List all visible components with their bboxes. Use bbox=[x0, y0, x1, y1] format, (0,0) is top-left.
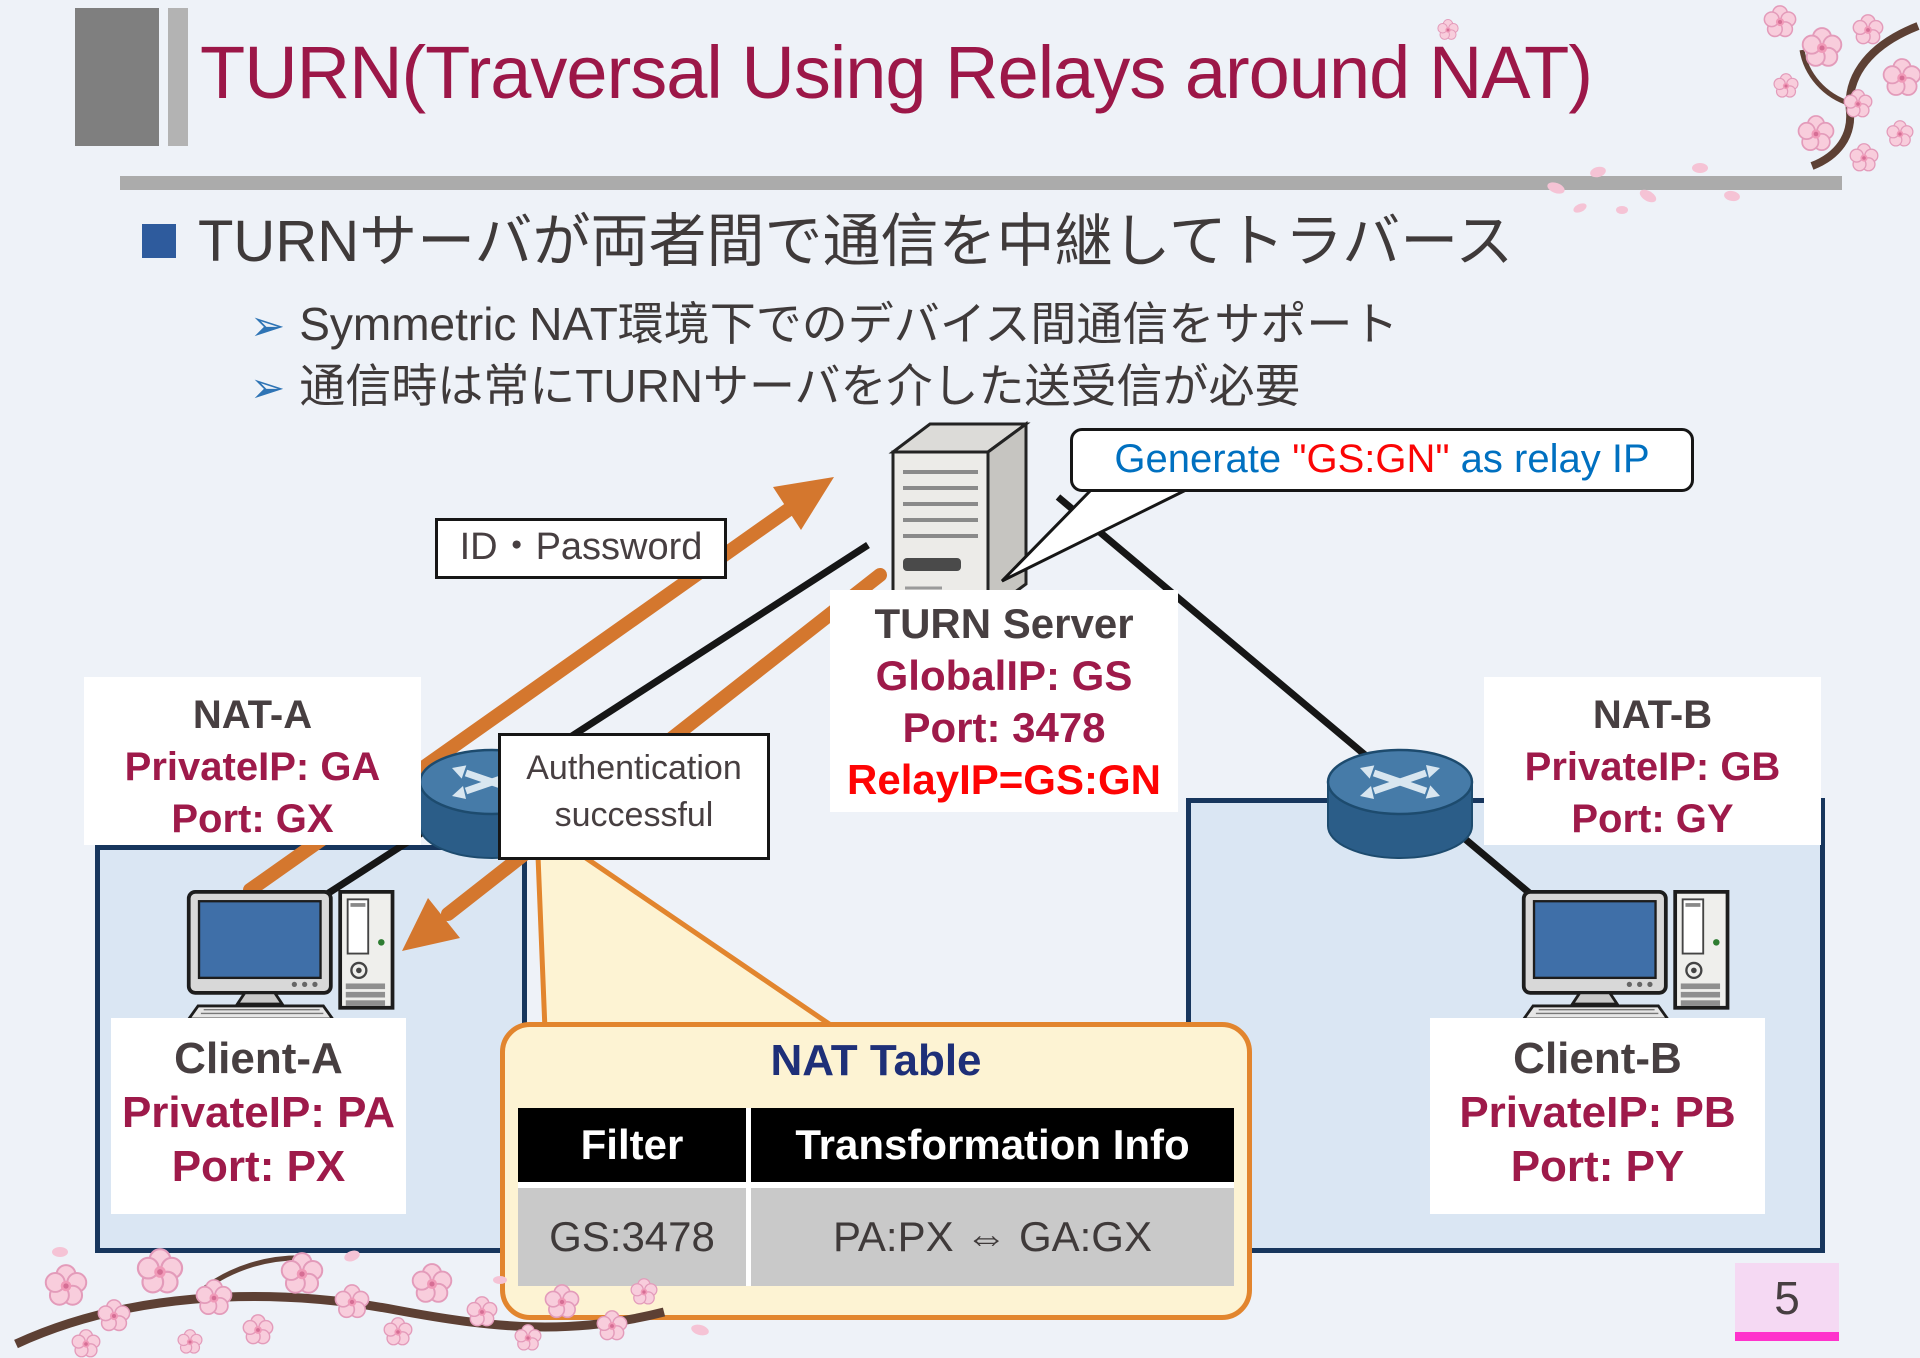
nat-table-title: NAT Table bbox=[770, 1036, 982, 1085]
nat-a-port: Port: GX bbox=[171, 797, 334, 841]
page-title: TURN(Traversal Using Relays around NAT) bbox=[200, 31, 1593, 114]
sub-bullet-arrow-icon: ➢ bbox=[250, 364, 286, 411]
nat-table: Filter Transformation Info GS:3478 PA:PX… bbox=[518, 1108, 1234, 1286]
header-accent-bar-dark bbox=[75, 8, 159, 146]
client-b-name: Client-B bbox=[1513, 1034, 1682, 1083]
header-accent-bar-light bbox=[168, 8, 188, 146]
bullet-sub-1: ➢ Symmetric NAT環境下でのデバイス間通信をサポート bbox=[250, 288, 1398, 354]
nat-a-private-ip: PrivateIP: GA bbox=[124, 745, 381, 789]
nat-b-port: Port: GY bbox=[1571, 797, 1734, 841]
turn-server-icon bbox=[888, 421, 1031, 615]
bullet-sub-2: ➢ 通信時は常にTURNサーバを介した送受信が必要 bbox=[250, 350, 1301, 416]
nat-a-label: NAT-A PrivateIP: GA Port: GX bbox=[84, 677, 421, 845]
client-a-label: Client-A PrivateIP: PA Port: PX bbox=[111, 1018, 406, 1214]
relay-callout-tail bbox=[1000, 487, 1189, 583]
client-b-label: Client-B PrivateIP: PB Port: PY bbox=[1430, 1018, 1765, 1214]
turn-server-global-ip: GlobalIP: GS bbox=[875, 652, 1133, 699]
client-a-name: Client-A bbox=[174, 1034, 343, 1083]
nat-table-cell-filter: GS:3478 bbox=[518, 1188, 746, 1286]
auth-line1: Authentication bbox=[526, 749, 742, 787]
turn-server-port: Port: 3478 bbox=[902, 704, 1106, 751]
bullet-main-text: TURNサーバが両者間で通信を中継してトラバース bbox=[198, 209, 1514, 274]
sub-bullet-arrow-icon: ➢ bbox=[250, 302, 286, 349]
bullet-square-icon bbox=[142, 224, 176, 258]
nat-b-name: NAT-B bbox=[1592, 693, 1713, 737]
nat-table-header-filter: Filter bbox=[518, 1108, 746, 1182]
auth-successful-label: Authentication successful bbox=[498, 733, 770, 860]
nat-table-cell-transformation: PA:PX ⇔ GA:GX bbox=[751, 1188, 1234, 1286]
relay-callout-ip: "GS:GN" bbox=[1292, 437, 1450, 481]
nat-b-private-ip: PrivateIP: GB bbox=[1524, 745, 1781, 789]
id-password-label: ID・Password bbox=[435, 518, 727, 579]
turn-server-label: TURN Server GlobalIP: GS Port: 3478 Rela… bbox=[830, 590, 1178, 812]
turn-server-relay-ip: RelayIP=GS:GN bbox=[847, 756, 1161, 803]
bullet-sub-2-text: 通信時は常にTURNサーバを介した送受信が必要 bbox=[299, 360, 1301, 412]
page-number: 5 bbox=[1735, 1263, 1839, 1341]
client-a-port: Port: PX bbox=[171, 1142, 346, 1191]
auth-line2: successful bbox=[554, 796, 714, 834]
turn-server-name: TURN Server bbox=[874, 600, 1134, 647]
relay-callout: Generate "GS:GN" as relay IP bbox=[1070, 428, 1694, 492]
title-underline bbox=[120, 176, 1842, 190]
nat-table-callout-tail bbox=[535, 853, 841, 1033]
client-a-private-ip: PrivateIP: PA bbox=[121, 1088, 396, 1137]
nat-b-label: NAT-B PrivateIP: GB Port: GY bbox=[1484, 677, 1821, 845]
relay-callout-prefix: Generate bbox=[1114, 437, 1293, 481]
nat-a-name: NAT-A bbox=[192, 693, 313, 737]
client-b-port: Port: PY bbox=[1510, 1142, 1685, 1191]
bullet-sub-1-text: Symmetric NAT環境下でのデバイス間通信をサポート bbox=[299, 298, 1399, 350]
relay-callout-suffix: as relay IP bbox=[1449, 437, 1650, 481]
client-b-private-ip: PrivateIP: PB bbox=[1459, 1088, 1736, 1137]
nat-table-header-transformation: Transformation Info bbox=[751, 1108, 1234, 1182]
